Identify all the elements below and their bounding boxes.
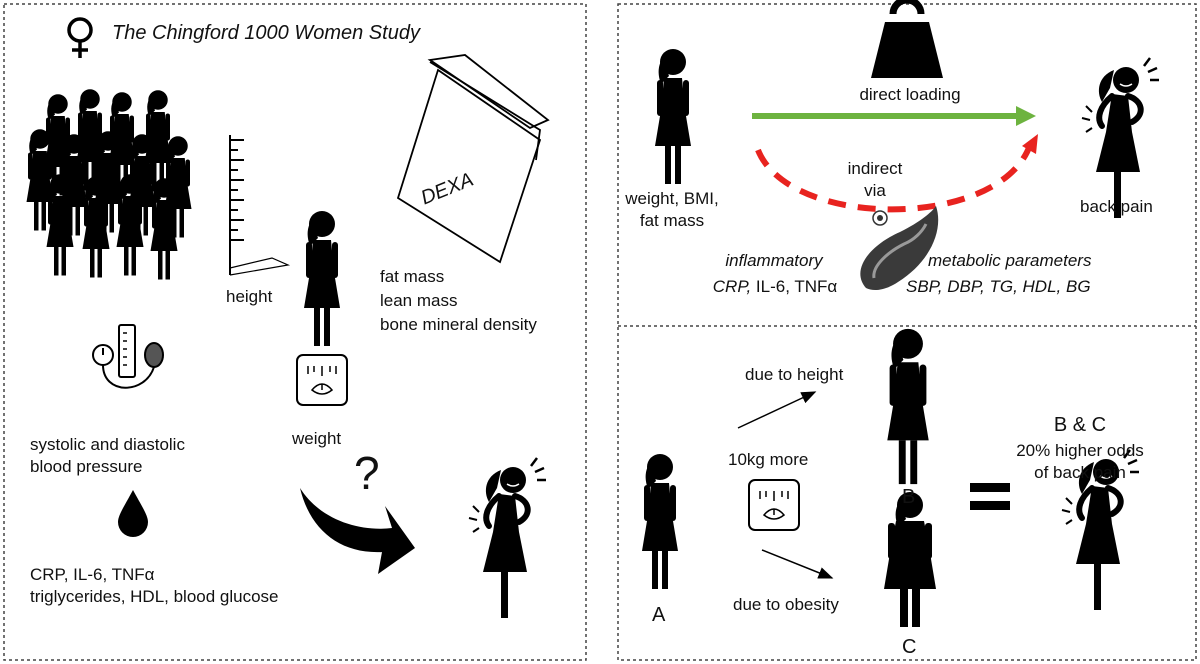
woman-back-pain-outcome-icon	[1082, 58, 1159, 218]
study-title: The Chingford 1000 Women Study	[112, 22, 420, 44]
blood-drop-icon	[118, 490, 148, 537]
woman-back-pain-icon	[469, 458, 546, 618]
right-panel-border	[617, 3, 1197, 661]
result-title: B & C	[1053, 414, 1107, 436]
exposure-label-line2: fat mass	[639, 211, 705, 230]
woman-c-obese-icon	[884, 492, 936, 627]
scale-icon	[296, 354, 348, 406]
weight-label: weight	[292, 429, 342, 448]
indirect-arrow	[755, 134, 1038, 213]
lean-mass-label: lean mass	[380, 291, 458, 310]
due-to-obesity-label: due to obesity	[733, 595, 839, 614]
woman-standing-icon	[304, 211, 340, 346]
result-line1: 20% higher odds	[1016, 441, 1144, 460]
indirect-label-line2: via	[864, 181, 886, 200]
indirect-label-line1: indirect	[847, 159, 903, 178]
inflammatory-markers: CRP, IL-6, TNFα	[700, 276, 850, 298]
woman-b-tall-icon	[887, 328, 929, 485]
woman-a-icon	[642, 454, 678, 589]
blood-markers-label-line1: CRP, IL-6, TNFα	[30, 565, 155, 584]
blood-pressure-label-line1: systolic and diastolic	[30, 435, 185, 454]
female-symbol-icon	[67, 17, 93, 58]
left-panel-border	[3, 3, 587, 661]
result-line2: of back pain	[1034, 463, 1126, 482]
woman-exposure-icon	[655, 49, 691, 184]
blood-pressure-label-line2: blood pressure	[30, 457, 143, 476]
crp-marker: CRP,	[712, 277, 752, 296]
crowd-icon	[26, 89, 192, 280]
height-label: height	[226, 287, 273, 306]
label-b: B	[902, 486, 916, 508]
exposure-label-line1: weight, BMI,	[625, 189, 719, 208]
question-mark: ?	[354, 447, 380, 499]
blood-markers-label-line2: triglycerides, HDL, blood glucose	[30, 587, 279, 606]
arrow-to-obesity	[761, 549, 834, 579]
scale-b-icon	[748, 479, 800, 531]
blood-pressure-gauge-icon	[92, 324, 164, 389]
due-to-height-label: due to height	[745, 365, 844, 384]
height-ruler-icon	[229, 135, 291, 276]
fat-mass-label: fat mass	[380, 267, 445, 286]
weight-icon	[871, 0, 943, 78]
inflammatory-title: inflammatory	[725, 251, 823, 270]
direct-loading-label: direct loading	[859, 85, 961, 104]
metabolic-title: metabolic parameters	[928, 251, 1092, 270]
bone-mineral-density-label: bone mineral density	[380, 315, 537, 334]
label-a: A	[652, 604, 666, 626]
direct-arrow	[752, 106, 1036, 126]
dexa-scanner-icon	[396, 54, 550, 264]
weight-gain-label: 10kg more	[728, 450, 809, 469]
label-c: C	[902, 636, 917, 658]
arrow-to-height	[737, 391, 817, 429]
cytokine-markers: IL-6, TNFα	[751, 277, 838, 296]
back-pain-label: back pain	[1080, 197, 1153, 216]
equals-sign-icon	[970, 483, 1010, 510]
adipose-tissue-icon	[860, 206, 939, 290]
curved-arrow-icon	[300, 488, 415, 574]
metabolic-markers: SBP, DBP, TG, HDL, BG	[906, 277, 1091, 296]
